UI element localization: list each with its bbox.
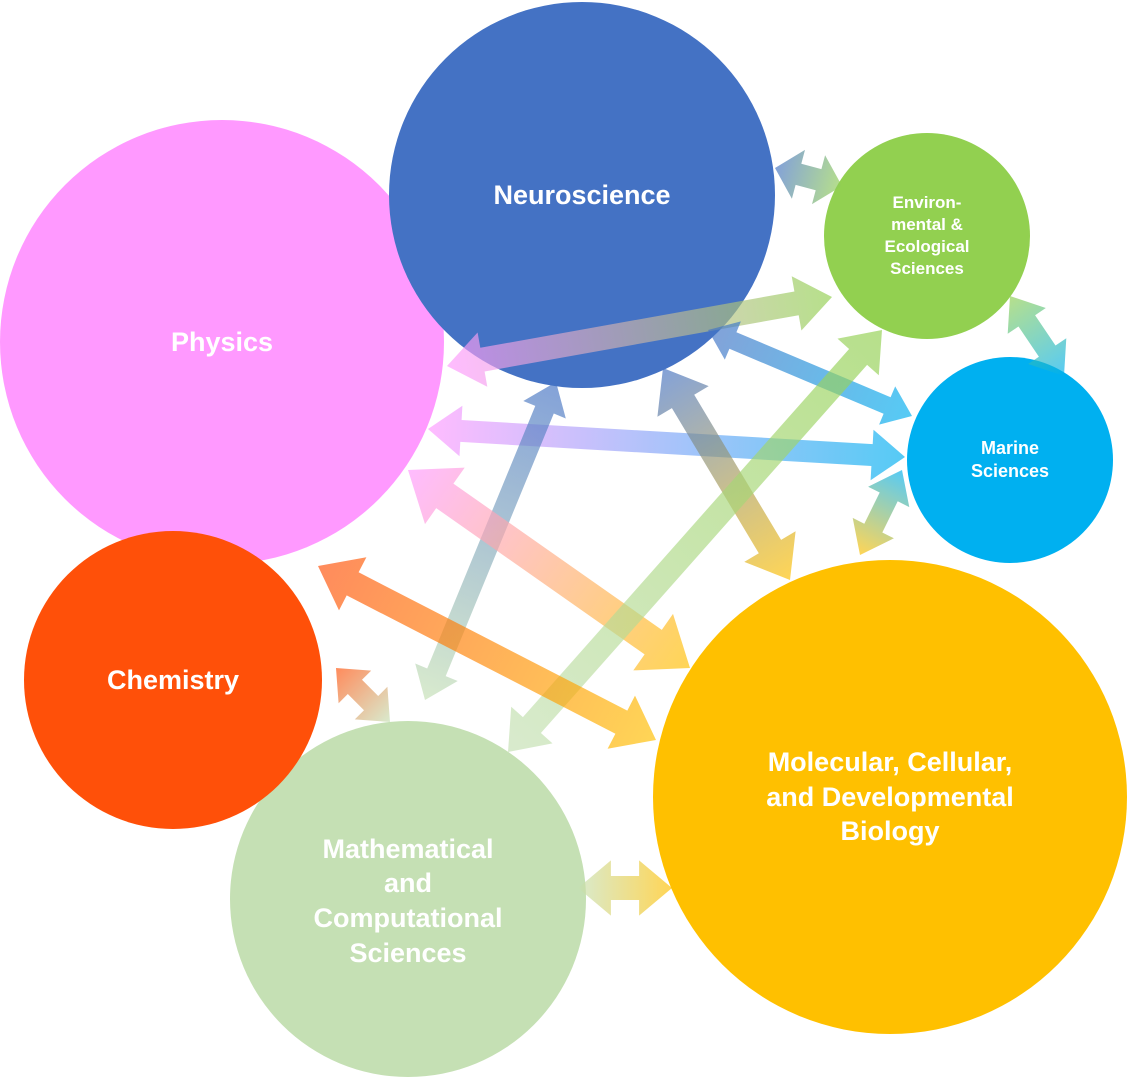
molecular-circle	[653, 560, 1127, 1034]
arrow-neuroscience-environmental	[775, 149, 842, 205]
chemistry-circle	[24, 531, 322, 829]
arrow-physics-marine	[428, 405, 905, 481]
arrow-physics-environmental	[447, 276, 832, 387]
arrow-chemistry-mathematical	[336, 668, 390, 722]
physics-circle	[0, 120, 444, 564]
arrow-neuroscience-molecular	[657, 368, 796, 580]
arrow-chemistry-molecular	[318, 557, 656, 749]
arrow-mathematical-molecular	[578, 860, 672, 916]
arrow-marine-molecular	[852, 470, 910, 555]
arrow-neuroscience-marine	[708, 321, 912, 425]
arrow-environmental-mathematical	[508, 330, 882, 752]
environmental-circle	[824, 133, 1030, 339]
mathematical-circle	[230, 721, 586, 1077]
arrow-environmental-marine	[1007, 296, 1067, 376]
marine-circle	[907, 357, 1113, 563]
